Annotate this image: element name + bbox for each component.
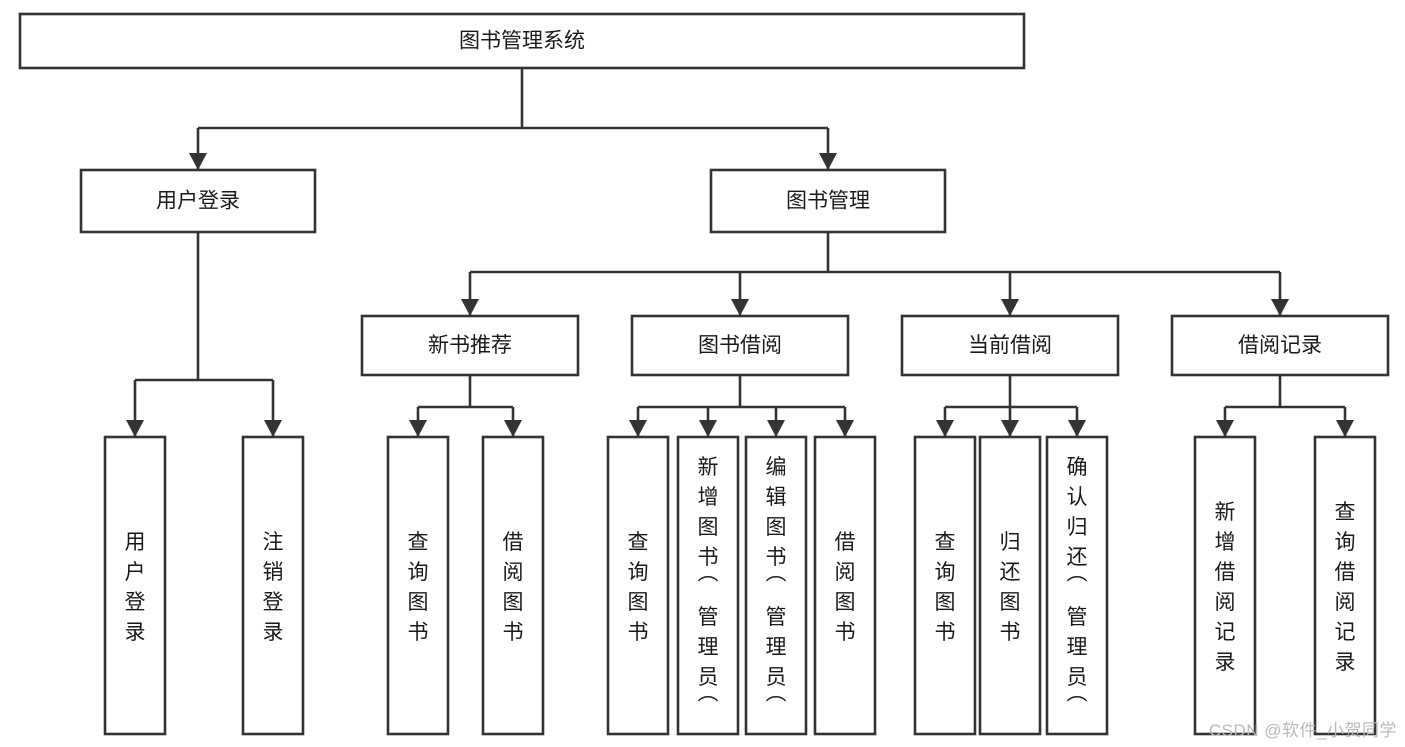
node-leaf-borrow-book-1[interactable]: 借阅图书 bbox=[481, 435, 545, 736]
node-leaf-query-record-box bbox=[1313, 435, 1377, 736]
node-leaf-confirm-return-label: 确认归还⌒管理员⌒ bbox=[1067, 456, 1088, 719]
node-leaf-query-book-2-label: 查询图书 bbox=[628, 531, 649, 644]
connectors-layer bbox=[126, 68, 1354, 437]
conn-borrow-record-drop-0-arrowhead bbox=[1216, 420, 1234, 437]
node-current-borrow[interactable]: 当前借阅 bbox=[900, 314, 1120, 377]
node-leaf-user-login-label: 用户登录 bbox=[125, 531, 146, 644]
node-leaf-add-record-box bbox=[1193, 435, 1257, 736]
node-leaf-borrow-book-1-label: 借阅图书 bbox=[503, 531, 524, 644]
node-leaf-user-logout-label: 注销登录 bbox=[263, 531, 284, 644]
node-leaf-user-login-box bbox=[103, 435, 167, 736]
node-user-login[interactable]: 用户登录 bbox=[79, 168, 317, 234]
node-leaf-query-book-1[interactable]: 查询图书 bbox=[386, 435, 450, 736]
conn-new-book-rec-drop-0-arrowhead bbox=[409, 420, 427, 437]
conn-book-manage-drop-3-arrowhead bbox=[1271, 299, 1289, 316]
node-leaf-query-book-1-label: 查询图书 bbox=[408, 531, 429, 644]
conn-book-borrow-drop-3-arrowhead bbox=[836, 420, 854, 437]
node-book-manage-label: 图书管理 bbox=[786, 190, 870, 213]
node-leaf-borrow-book-2[interactable]: 借阅图书 bbox=[813, 435, 877, 736]
node-leaf-query-book-2[interactable]: 查询图书 bbox=[606, 435, 670, 736]
node-leaf-query-record[interactable]: 查询借阅记录 bbox=[1313, 435, 1377, 736]
node-leaf-confirm-return-box bbox=[1045, 435, 1109, 736]
node-leaf-add-record[interactable]: 新增借阅记录 bbox=[1193, 435, 1257, 736]
node-book-borrow[interactable]: 图书借阅 bbox=[630, 314, 850, 377]
node-leaf-user-logout[interactable]: 注销登录 bbox=[241, 435, 305, 736]
node-book-borrow-box bbox=[630, 314, 850, 377]
node-leaf-query-book-2-box bbox=[606, 435, 670, 736]
node-leaf-query-book-3[interactable]: 查询图书 bbox=[913, 435, 977, 736]
node-leaf-edit-book-box bbox=[744, 435, 808, 736]
conn-book-manage-drop-0-arrowhead bbox=[461, 299, 479, 316]
conn-user-login-drop-0-arrowhead bbox=[126, 420, 144, 437]
node-book-borrow-label: 图书借阅 bbox=[698, 334, 782, 357]
node-leaf-confirm-return[interactable]: 确认归还⌒管理员⌒ bbox=[1045, 435, 1109, 736]
nodes-layer: 图书管理系统用户登录图书管理新书推荐图书借阅当前借阅借阅记录用户登录注销登录查询… bbox=[18, 12, 1390, 736]
conn-borrow-record-drop-1-arrowhead bbox=[1336, 420, 1354, 437]
node-leaf-user-login[interactable]: 用户登录 bbox=[103, 435, 167, 736]
conn-book-borrow-drop-2-arrowhead bbox=[767, 420, 785, 437]
node-leaf-query-book-1-box bbox=[386, 435, 450, 736]
node-root-label: 图书管理系统 bbox=[459, 30, 585, 53]
node-user-login-label: 用户登录 bbox=[156, 190, 240, 213]
node-new-book-rec[interactable]: 新书推荐 bbox=[360, 314, 580, 377]
node-leaf-query-book-3-label: 查询图书 bbox=[935, 531, 956, 644]
node-user-login-box bbox=[79, 168, 317, 234]
node-leaf-borrow-book-2-label: 借阅图书 bbox=[835, 531, 856, 644]
node-leaf-return-book-box bbox=[978, 435, 1042, 736]
node-leaf-add-book[interactable]: 新增图书⌒管理员⌒ bbox=[676, 435, 740, 736]
conn-user-login-drop-1-arrowhead bbox=[264, 420, 282, 437]
node-leaf-add-book-label: 新增图书⌒管理员⌒ bbox=[698, 456, 719, 719]
conn-book-manage-drop-1-arrowhead bbox=[731, 299, 749, 316]
node-borrow-record-box bbox=[1170, 314, 1390, 377]
node-leaf-edit-book-label: 编辑图书⌒管理员⌒ bbox=[766, 456, 787, 719]
conn-current-borrow-drop-1-arrowhead bbox=[1001, 420, 1019, 437]
conn-book-borrow-drop-1-arrowhead bbox=[699, 420, 717, 437]
conn-book-manage-drop-2-arrowhead bbox=[1001, 299, 1019, 316]
conn-book-borrow-drop-0-arrowhead bbox=[629, 420, 647, 437]
conn-current-borrow-drop-0-arrowhead bbox=[936, 420, 954, 437]
node-leaf-add-book-box bbox=[676, 435, 740, 736]
node-leaf-borrow-book-1-box bbox=[481, 435, 545, 736]
node-current-borrow-label: 当前借阅 bbox=[968, 334, 1052, 357]
node-new-book-rec-label: 新书推荐 bbox=[428, 334, 512, 357]
node-leaf-query-book-3-box bbox=[913, 435, 977, 736]
node-borrow-record-label: 借阅记录 bbox=[1238, 334, 1322, 357]
node-leaf-edit-book[interactable]: 编辑图书⌒管理员⌒ bbox=[744, 435, 808, 736]
node-root[interactable]: 图书管理系统 bbox=[18, 12, 1026, 70]
node-borrow-record[interactable]: 借阅记录 bbox=[1170, 314, 1390, 377]
conn-current-borrow-drop-2-arrowhead bbox=[1068, 420, 1086, 437]
node-leaf-return-book[interactable]: 归还图书 bbox=[978, 435, 1042, 736]
node-leaf-user-logout-box bbox=[241, 435, 305, 736]
node-new-book-rec-box bbox=[360, 314, 580, 377]
node-root-box bbox=[18, 12, 1026, 70]
node-leaf-query-record-label: 查询借阅记录 bbox=[1335, 501, 1356, 674]
conn-root-drop-0-arrowhead bbox=[189, 153, 207, 170]
conn-new-book-rec-drop-1-arrowhead bbox=[504, 420, 522, 437]
node-leaf-borrow-book-2-box bbox=[813, 435, 877, 736]
node-book-manage[interactable]: 图书管理 bbox=[709, 168, 947, 234]
node-current-borrow-box bbox=[900, 314, 1120, 377]
conn-root-drop-1-arrowhead bbox=[819, 153, 837, 170]
node-leaf-return-book-label: 归还图书 bbox=[1000, 531, 1021, 644]
node-leaf-add-record-label: 新增借阅记录 bbox=[1215, 501, 1236, 674]
node-book-manage-box bbox=[709, 168, 947, 234]
